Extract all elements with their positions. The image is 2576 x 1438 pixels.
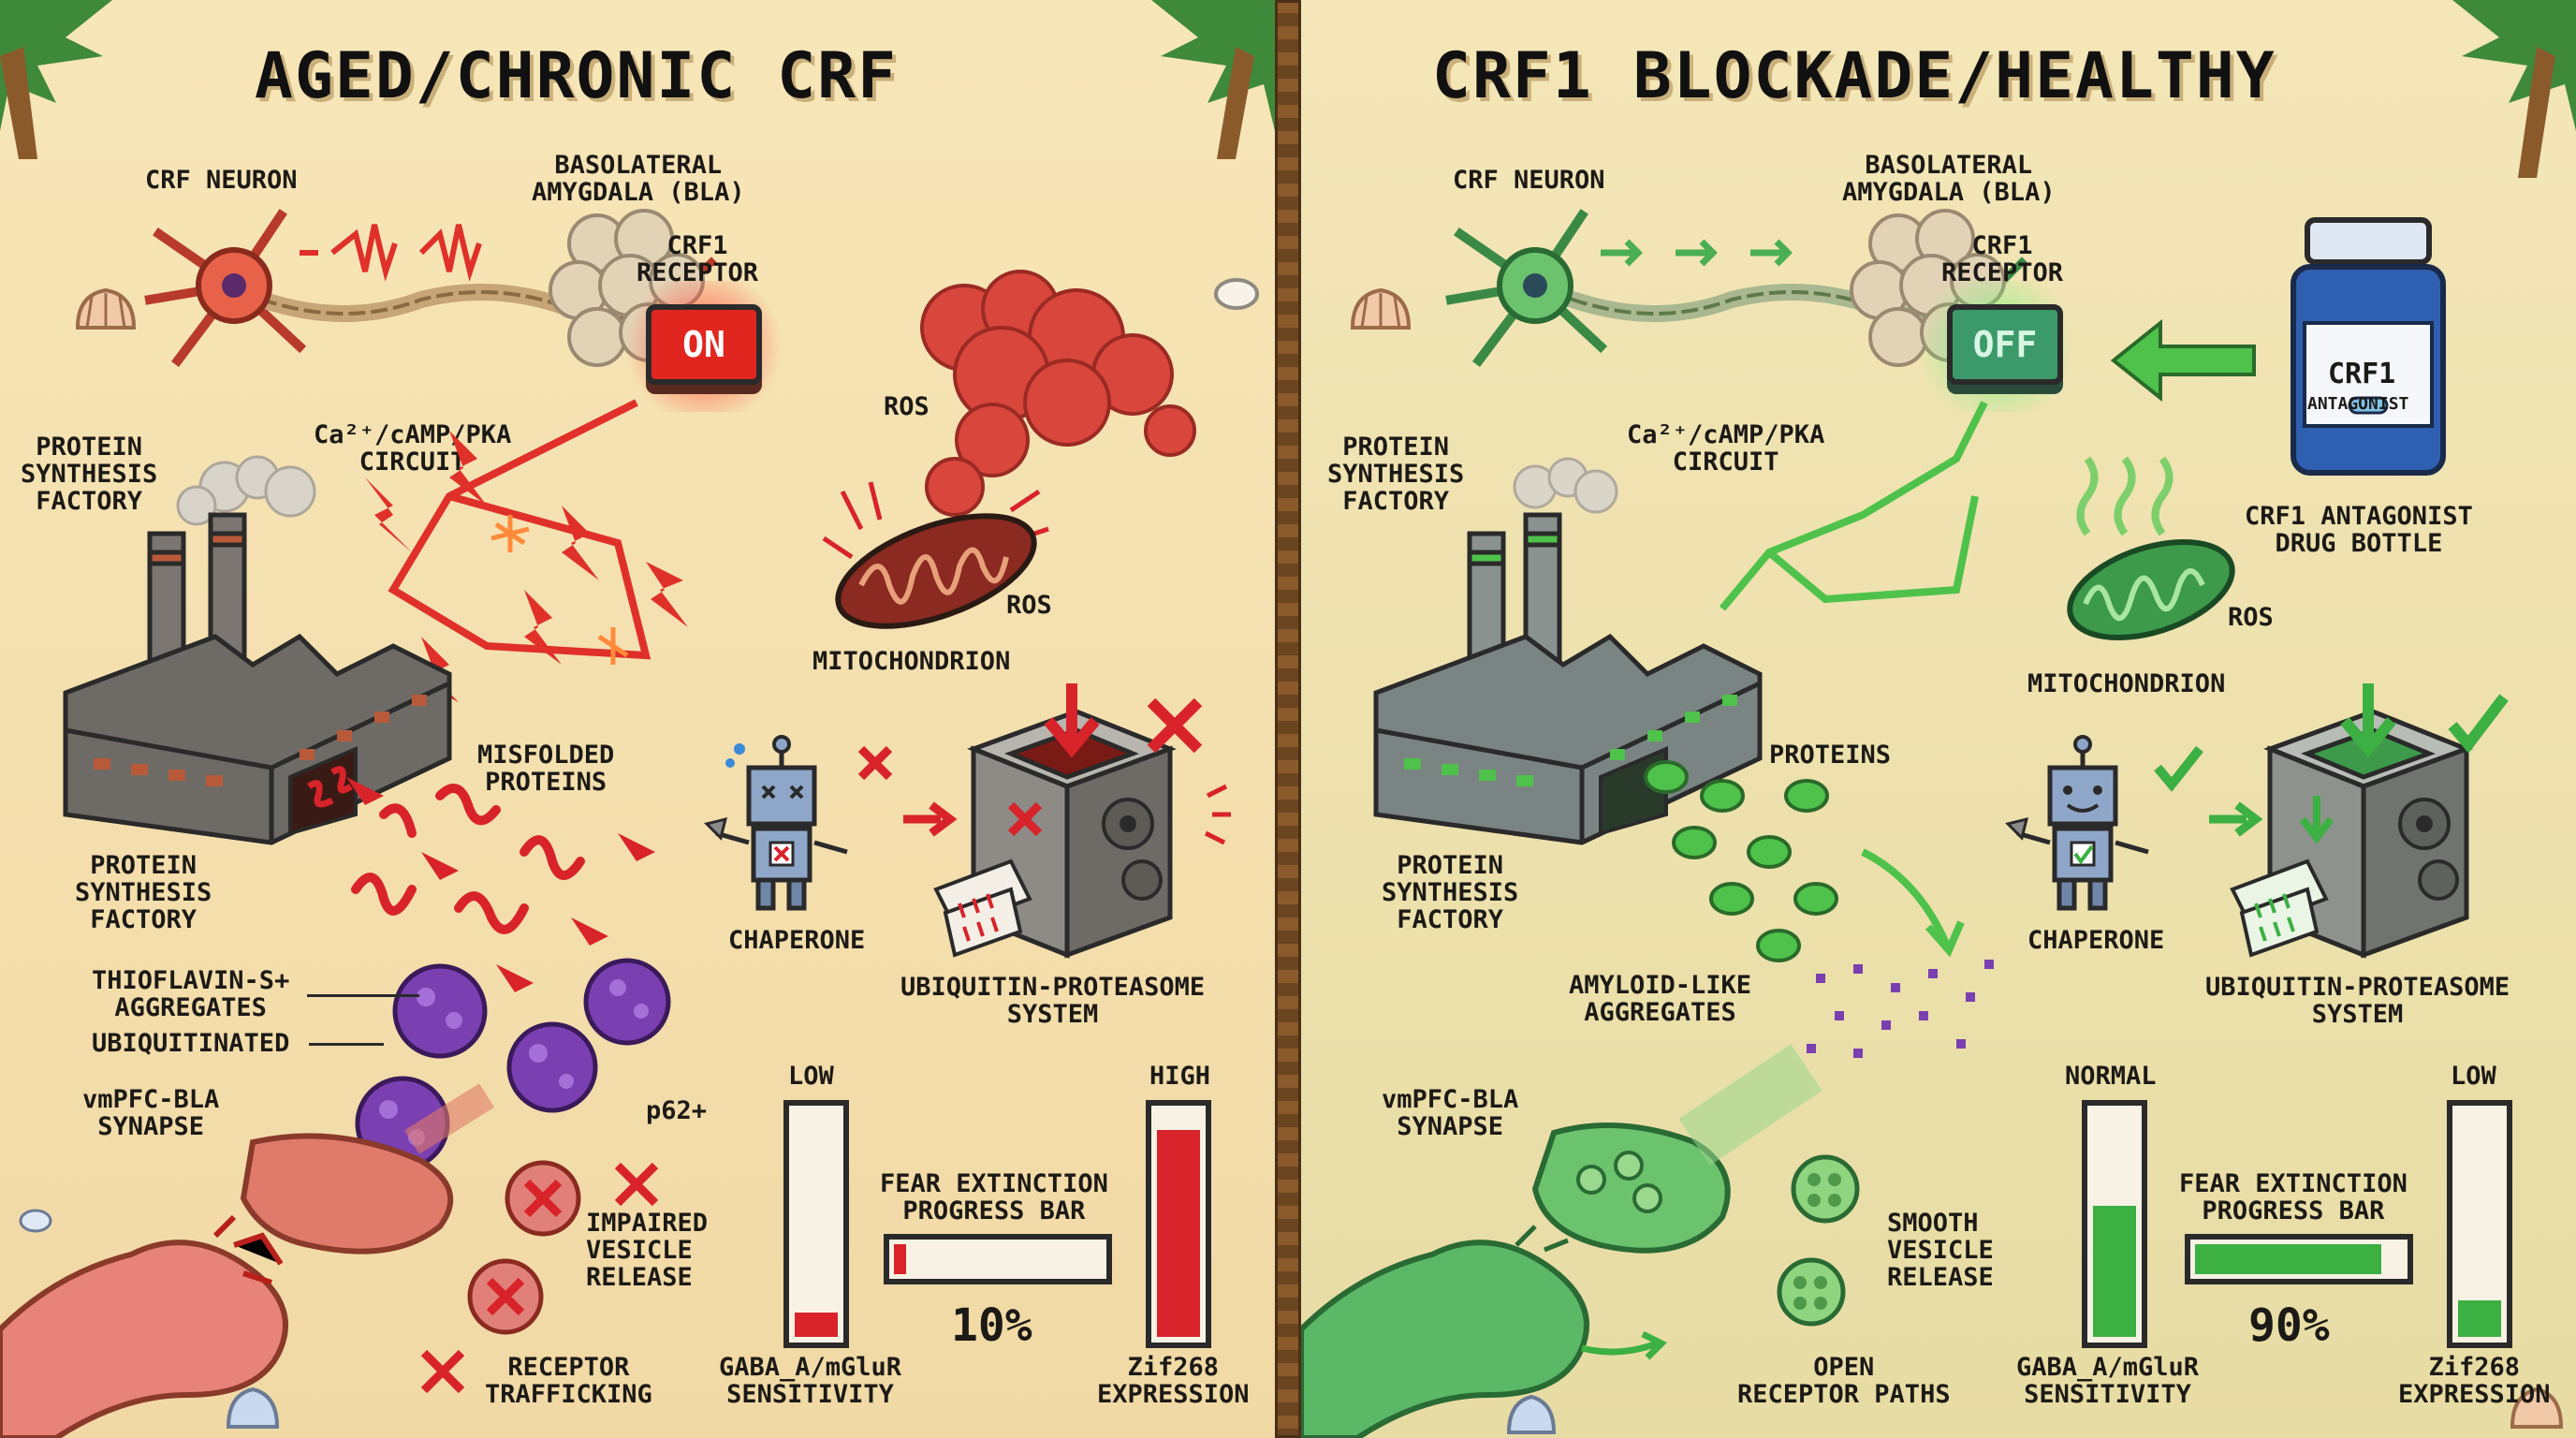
bla-label: BASOLATERAL AMYGDALA (BLA) <box>532 151 745 207</box>
drug-bottle-label: CRF1 ANTAGONIST DRUG BOTTLE <box>2245 502 2473 558</box>
gaba-sensitivity-gauge <box>2082 1100 2147 1348</box>
crf1-off-switch[interactable]: OFF <box>1947 304 2063 385</box>
leader-line <box>309 1043 384 1046</box>
mitochondrion-label: MITOCHONDRION <box>812 647 1011 676</box>
fear-extinction-progress-bar <box>2185 1234 2413 1284</box>
chaperone-label: CHAPERONE <box>2027 926 2165 955</box>
synapse-icon <box>0 1083 494 1438</box>
proteins-label: PROTEINS <box>1769 741 1892 770</box>
seashell-icon <box>1214 278 1259 310</box>
circuit-label: Ca²⁺/cAMP/PKA CIRCUIT <box>1627 420 1825 477</box>
mitochondrion-icon <box>2067 538 2235 641</box>
factory-bottom-label: PROTEIN SYNTHESIS FACTORY <box>1382 851 1519 934</box>
chaperone-robot-icon <box>704 735 893 911</box>
fear-extinction-progress-bar <box>884 1234 1112 1284</box>
ros-top-label: ROS <box>884 392 929 421</box>
panel-title: CRF1 BLOCKADE/HEALTHY <box>1432 39 2276 113</box>
chaperone-label: CHAPERONE <box>728 926 866 955</box>
gaba-sensitivity-label: GABA_A/mGluR SENSITIVITY <box>2016 1353 2200 1409</box>
seashell-icon <box>1506 1394 1557 1434</box>
zif268-expression-gauge <box>2447 1100 2512 1348</box>
seashell-icon <box>75 287 137 330</box>
seashell-icon <box>226 1387 280 1429</box>
vesicle-icon <box>1777 1257 1846 1327</box>
smooth-vesicle-label: SMOOTH VESICLE RELEASE <box>1887 1209 1994 1292</box>
drug-bottle-sub: ANTAGONIST <box>2307 394 2409 414</box>
circuit-icon <box>1719 401 1988 611</box>
proteasome-machine-icon <box>2230 683 2509 959</box>
circuit-label: Ca²⁺/cAMP/PKA CIRCUIT <box>314 420 512 477</box>
zif268-level-label: LOW <box>2451 1062 2496 1091</box>
small-aggregates-icon <box>1807 960 1994 1058</box>
leader-line <box>307 994 419 997</box>
drug-bottle-name: CRF1 <box>2328 358 2396 390</box>
receptor-trafficking-label: RECEPTOR TRAFFICKING <box>485 1353 652 1409</box>
ros-cloud-icon <box>920 270 1196 517</box>
thioflavin-label: THIOFLAVIN-S+ AGGREGATES <box>92 966 290 1022</box>
panel-divider-rope <box>1275 0 1301 1438</box>
amyloid-aggregates-label: AMYLOID-LIKE AGGREGATES <box>1569 971 1752 1027</box>
crf1-on-switch[interactable]: ON <box>646 304 762 385</box>
misfolded-proteins-label: MISFOLDED PROTEINS <box>477 741 615 797</box>
fear-extinction-label: FEAR EXTINCTION PROGRESS BAR <box>880 1169 1108 1225</box>
fear-extinction-percent: 10% <box>951 1299 1032 1352</box>
synapse-label: vmPFC-BLA SYNAPSE <box>82 1085 220 1141</box>
misfolded-proteins-icon <box>346 777 655 992</box>
seashell-icon <box>19 1209 52 1233</box>
crf1-blockade-panel: CRF1 BLOCKADE/HEALTHY CRF NEURON BASOLAT… <box>1301 0 2576 1438</box>
factory-top-label: PROTEIN SYNTHESIS FACTORY <box>21 433 158 516</box>
impaired-vesicle-label: IMPAIRED VESICLE RELEASE <box>586 1209 709 1292</box>
crf-neuron-label: CRF NEURON <box>145 166 298 195</box>
gaba-sensitivity-gauge <box>783 1100 849 1348</box>
heat-waves-icon <box>2076 456 2174 536</box>
synapse-icon <box>1301 1044 1822 1438</box>
fear-extinction-label: FEAR EXTINCTION PROGRESS BAR <box>2179 1169 2408 1225</box>
ups-label: UBIQUITIN-PROTEASOME SYSTEM <box>2205 973 2510 1029</box>
palm-tree-icon <box>1151 0 1275 159</box>
blocked-vesicle-icon <box>505 1160 581 1237</box>
mitochondrion-icon <box>822 481 1049 629</box>
blocked-vesicle-icon <box>467 1258 544 1335</box>
ros-label: ROS <box>2228 603 2274 632</box>
mitochondrion-label: MITOCHONDRION <box>2027 669 2226 698</box>
chaperone-robot-icon <box>2005 735 2203 911</box>
arrow-icon <box>903 801 958 837</box>
ros-bottom-label: ROS <box>1006 591 1052 620</box>
gaba-level-label: LOW <box>788 1062 834 1091</box>
factory-icon <box>63 455 452 845</box>
arrow-left-icon <box>2110 318 2256 403</box>
zif268-expression-label: Zif268 EXPRESSION <box>1097 1353 1250 1409</box>
zif268-expression-label: Zif268 EXPRESSION <box>2398 1353 2551 1409</box>
seashell-icon <box>1350 287 1412 330</box>
zif268-expression-gauge <box>1146 1100 1211 1348</box>
aged-chronic-panel: AGED/CHRONIC CRF CRF NEURON BASOLATERAL … <box>0 0 1275 1438</box>
gaba-sensitivity-label: GABA_A/mGluR SENSITIVITY <box>719 1353 902 1409</box>
proteasome-machine-icon <box>933 683 1231 959</box>
crf1-receptor-label: CRF1 RECEPTOR <box>1941 231 2064 287</box>
arrow-icon <box>2209 801 2263 837</box>
ups-label: UBIQUITIN-PROTEASOME SYSTEM <box>900 973 1206 1029</box>
factory-top-label: PROTEIN SYNTHESIS FACTORY <box>1327 433 1465 516</box>
palm-tree-icon <box>2452 0 2576 178</box>
panel-title: AGED/CHRONIC CRF <box>255 39 899 113</box>
zif268-level-label: HIGH <box>1149 1062 1211 1091</box>
drug-bottle-icon <box>2291 217 2446 476</box>
receptor-paths-label: OPEN RECEPTOR PATHS <box>1737 1353 1951 1409</box>
folded-proteins-icon <box>1644 760 1965 962</box>
crf-neuron-label: CRF NEURON <box>1453 166 1605 195</box>
synapse-label: vmPFC-BLA SYNAPSE <box>1382 1085 1519 1141</box>
gaba-level-label: NORMAL <box>2065 1062 2157 1091</box>
vesicle-icon <box>1791 1154 1860 1224</box>
crf1-receptor-label: CRF1 RECEPTOR <box>637 231 759 287</box>
seashell-icon <box>2510 1387 2564 1429</box>
palm-tree-icon <box>0 0 112 159</box>
ubiquitinated-label: UBIQUITINATED <box>92 1029 290 1058</box>
close-icon <box>614 1162 659 1207</box>
close-icon <box>420 1349 465 1394</box>
p62-label: p62+ <box>646 1096 708 1125</box>
bla-label: BASOLATERAL AMYGDALA (BLA) <box>1842 151 2056 207</box>
fear-extinction-percent: 90% <box>2248 1299 2330 1352</box>
factory-bottom-label: PROTEIN SYNTHESIS FACTORY <box>75 851 212 934</box>
